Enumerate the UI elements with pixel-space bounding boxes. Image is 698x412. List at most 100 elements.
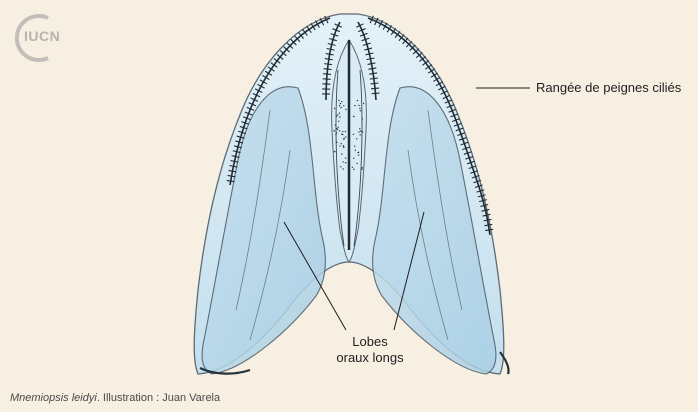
speckle [359,128,361,130]
speckle [338,130,341,132]
comb-tick [232,150,241,154]
comb-tick [485,228,494,232]
comb-tick [283,46,290,53]
comb-tick [310,23,316,31]
speckle [340,142,342,145]
comb-tick [229,164,238,168]
comb-tick [241,121,250,125]
comb-tick [362,42,371,46]
speckle [342,130,344,133]
speckle [340,106,342,109]
comb-tick [323,68,332,71]
speckle [339,145,341,147]
comb-tick [324,63,333,66]
speckle [340,166,342,168]
speckle [344,157,347,159]
comb-tick [409,44,416,51]
speckle [341,100,343,103]
speckle [342,168,344,170]
speckle [339,116,341,118]
comb-row-inner-left-line [325,21,341,101]
comb-tick [290,38,297,46]
comb-tick [358,28,366,33]
comb-tick [448,108,457,113]
speckle [335,134,337,136]
speckle [341,133,343,135]
speckle [355,138,358,140]
comb-tick [267,66,275,72]
comb-tick [325,52,334,56]
comb-tick [473,179,482,184]
comb-tick [236,135,245,139]
comb-tick [328,37,337,42]
comb-tick [326,47,335,51]
speckle [359,110,362,112]
speckle [338,105,341,107]
comb-tick [231,155,240,158]
comb-tick [378,19,384,28]
speckle [359,130,362,132]
comb-tick [364,47,373,51]
speckle [335,132,338,134]
comb-tick [273,58,281,64]
speckle [357,154,360,156]
comb-tick [361,37,370,42]
comb-tick [306,25,312,34]
comb-tick [257,83,265,89]
comb-tick [482,213,491,217]
speckle [343,105,345,107]
left-lobe-inner-line [235,109,291,341]
comb-tick [394,31,401,39]
speckle [358,104,360,107]
speckle [342,144,345,147]
right-lobe-tip [499,351,510,375]
comb-tick [250,97,259,102]
speckle [335,115,338,117]
speckle [342,146,345,149]
comb-tick [359,32,368,37]
comb-tick [369,15,374,24]
comb-tick [430,72,438,78]
speckle [343,137,345,139]
comb-tick [442,94,451,100]
speckle [345,136,347,138]
comb-tick [412,48,420,55]
comb-row-inner-right-line [357,21,377,101]
speckle [334,151,336,153]
speckle [354,104,356,107]
comb-tick [227,174,236,178]
leader-lobe-right [393,211,425,331]
comb-tick [294,35,301,43]
comb-tick [259,79,268,85]
comb-tick [474,184,483,189]
caption-credit: . Illustration : Juan Varela [96,392,221,404]
comb-tick [476,189,485,193]
comb-tick [244,111,253,116]
speckle [351,166,354,168]
caption-species: Mnemiopsis leidyi [10,392,97,404]
comb-tick [314,20,320,28]
speckle [359,107,361,110]
speckle [337,114,339,116]
speckle [358,131,360,133]
label-oral-lobes: Lobes oraux longs [322,334,418,366]
speckle [334,124,337,126]
speckle [353,168,355,171]
comb-tick [302,28,308,36]
speckle [361,167,364,169]
speckle [356,162,358,165]
comb-tick [366,57,375,61]
speckle [353,157,355,159]
comb-tick [481,208,490,212]
comb-tick [264,70,273,76]
comb-tick [334,23,343,28]
speckle [356,99,359,102]
speckle [344,130,347,133]
iucn-logo-ring [14,14,49,62]
comb-tick [270,62,278,68]
comb-tick [369,77,378,80]
speckle [354,149,356,151]
speckle [341,153,343,155]
iucn-logo-text: IUCN [24,28,61,44]
